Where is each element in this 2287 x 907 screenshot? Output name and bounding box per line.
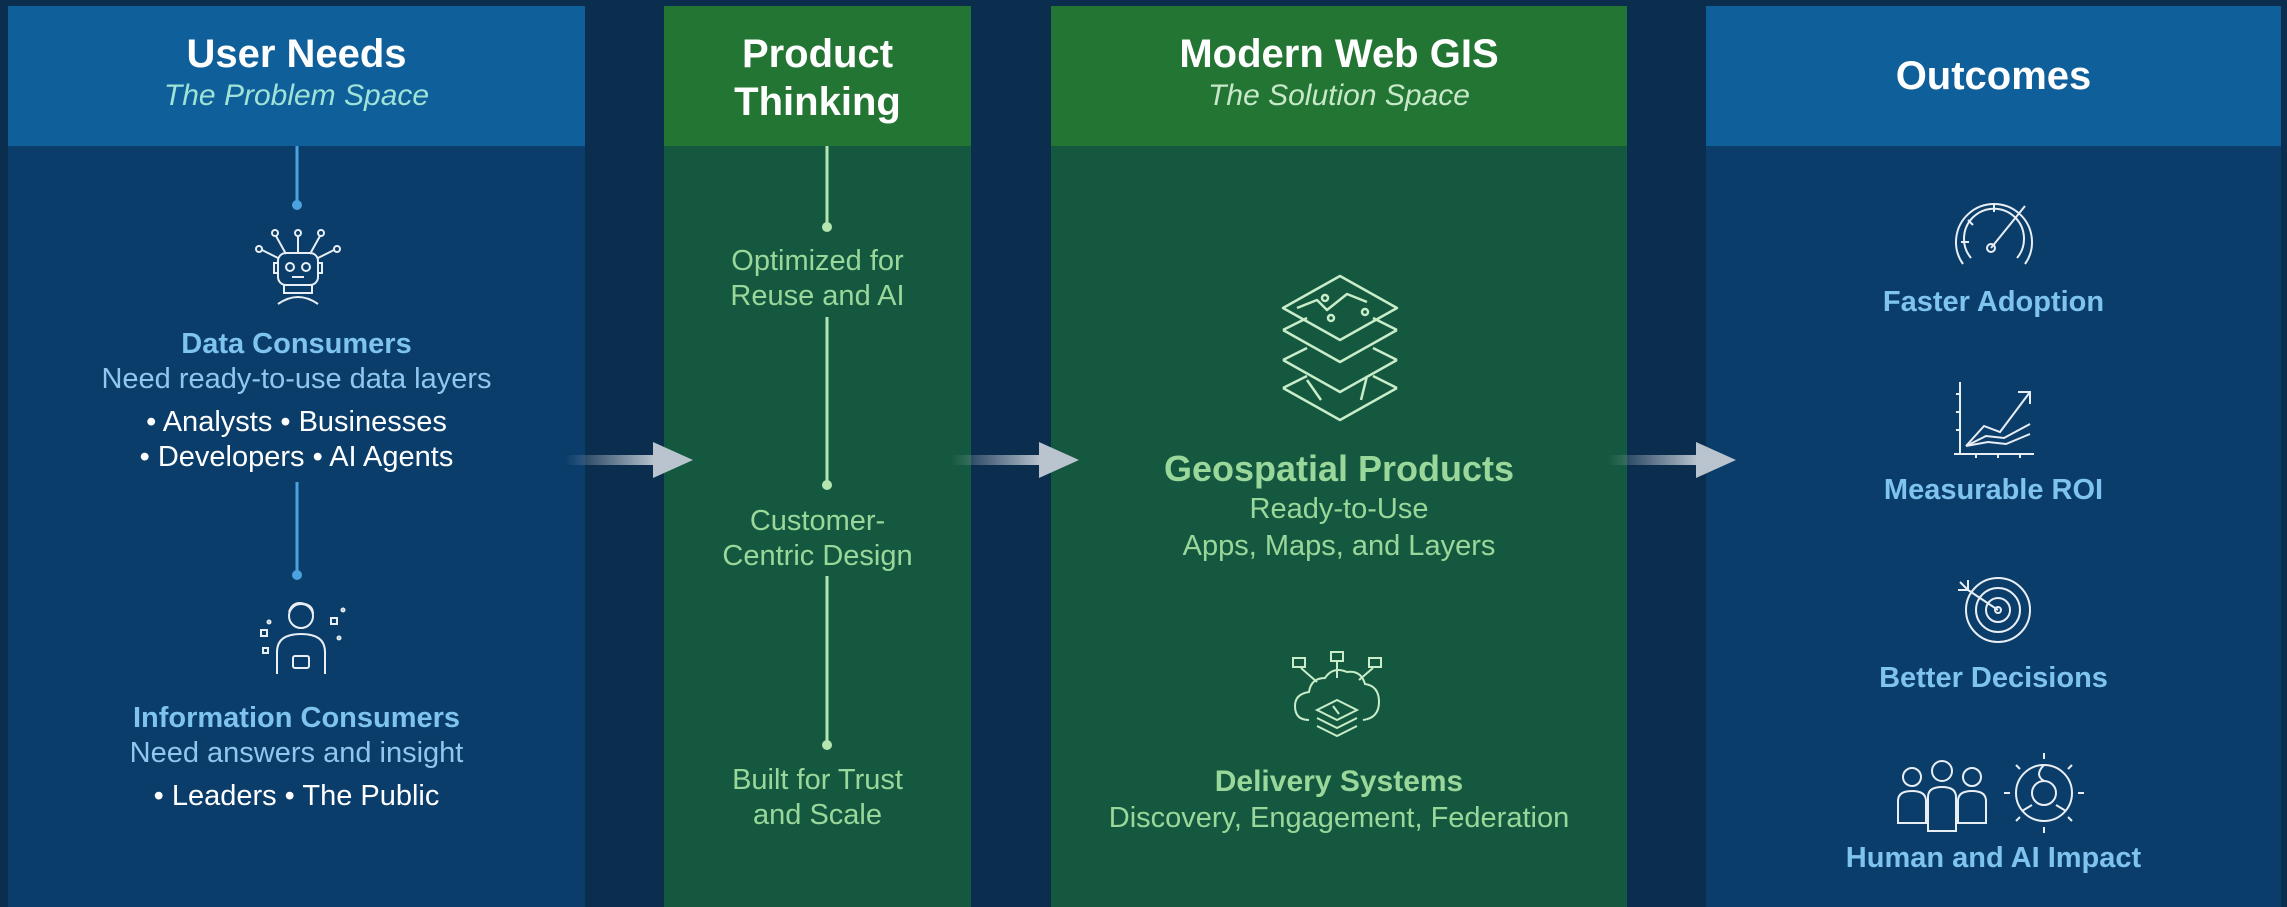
modern-web-gis-column: Modern Web GIS The Solution Space Geospa…	[1051, 6, 1627, 907]
arrow-thinking-to-gis	[951, 442, 1079, 478]
outcome-human-ai-impact: Human and AI Impact	[1845, 842, 2142, 874]
people-gear-icon	[1897, 753, 2084, 833]
speedometer-icon	[1955, 203, 2033, 265]
step-trust-line1: Built for Trust	[732, 764, 903, 796]
outcomes-header: Outcomes	[1706, 6, 2281, 146]
user-needs-column: User Needs The Problem Space Data Consum…	[8, 6, 585, 907]
data-consumers-description: Need ready-to-use data layers	[101, 363, 492, 395]
user-needs-connector	[292, 146, 302, 580]
info-consumers-list: • Leaders • The Public	[153, 780, 440, 812]
growth-chart-icon	[1954, 382, 2034, 458]
product-thinking-connector	[822, 146, 832, 750]
cloud-network-icon	[1292, 651, 1382, 738]
delivery-systems-line1: Discovery, Engagement, Federation	[1108, 802, 1570, 834]
step-reuse-line2: Reuse and AI	[730, 280, 905, 312]
product-thinking-title-2: Thinking	[734, 80, 901, 124]
step-customer-line2: Centric Design	[722, 540, 913, 572]
arrow-needs-to-thinking	[565, 442, 693, 478]
user-needs-header: User Needs The Problem Space	[8, 6, 585, 146]
geospatial-products-line2: Apps, Maps, and Layers	[1182, 530, 1496, 562]
step-trust-line2: and Scale	[753, 799, 882, 831]
geospatial-products-heading: Geospatial Products	[1163, 448, 1515, 489]
modern-web-gis-title: Modern Web GIS	[1179, 32, 1499, 76]
data-consumers-list-2: • Developers • AI Agents	[139, 441, 454, 473]
info-consumers-description: Need answers and insight	[129, 737, 464, 769]
geospatial-products-line1: Ready-to-Use	[1249, 493, 1429, 525]
outcomes-column: Outcomes Faster Adoption Measurable ROI	[1706, 6, 2281, 907]
user-needs-title: User Needs	[186, 32, 407, 76]
arrow-gis-to-outcomes	[1608, 442, 1736, 478]
robot-icon	[255, 229, 341, 305]
data-consumers-heading: Data Consumers	[181, 328, 412, 360]
outcome-measurable-roi: Measurable ROI	[1883, 474, 2104, 506]
product-thinking-title-1: Product	[741, 32, 894, 76]
delivery-systems-heading: Delivery Systems	[1214, 765, 1464, 798]
person-icon	[260, 602, 346, 674]
map-layers-icon	[1281, 274, 1399, 422]
outcome-faster-adoption: Faster Adoption	[1882, 286, 2105, 318]
step-reuse-line1: Optimized for	[731, 245, 904, 277]
modern-web-gis-header: Modern Web GIS The Solution Space	[1051, 6, 1627, 146]
target-icon	[1958, 577, 2031, 643]
modern-web-gis-subtitle: The Solution Space	[1208, 79, 1470, 112]
product-thinking-header: Product Thinking	[664, 6, 971, 146]
outcomes-title: Outcomes	[1895, 54, 2092, 98]
outcome-better-decisions: Better Decisions	[1879, 662, 2108, 694]
info-consumers-heading: Information Consumers	[132, 702, 461, 734]
user-needs-subtitle: The Problem Space	[163, 79, 430, 112]
product-thinking-column: Product Thinking Optimized for Reuse and…	[664, 6, 971, 907]
step-customer-line1: Customer-	[749, 505, 886, 537]
data-consumers-list-1: • Analysts • Businesses	[146, 406, 447, 438]
